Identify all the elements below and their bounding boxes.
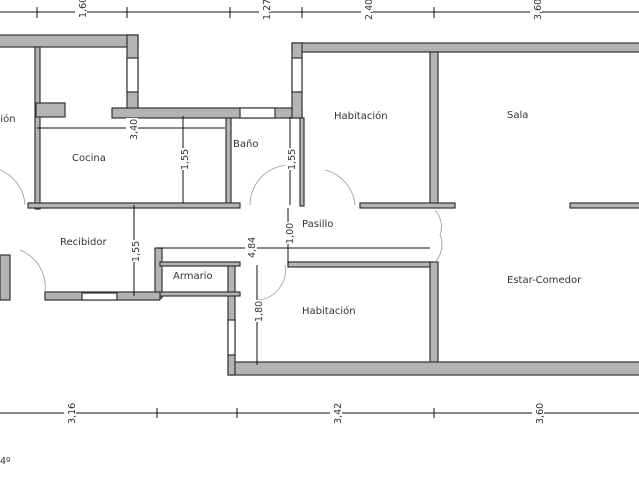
room-labels: Habitación Cocina Baño Habitación Sala P… xyxy=(0,110,582,317)
dim-top-1: 1,60 xyxy=(78,0,89,18)
dim-recibidor-depth: 1,55 xyxy=(131,241,142,262)
room-label-cocina: Cocina xyxy=(72,153,106,164)
room-label-armario: Armario xyxy=(173,271,213,282)
room-label-recibidor: Recibidor xyxy=(60,237,108,248)
dim-cocina-depth: 1,55 xyxy=(180,149,191,170)
room-label-habitacion-left: Habitación xyxy=(0,113,16,125)
dim-cocina-width: 3,40 xyxy=(129,119,140,140)
dim-bottom-2: 3,42 xyxy=(333,403,344,424)
dim-habitacion-depth: 1,80 xyxy=(254,301,265,322)
dim-bano-depth: 1,55 xyxy=(287,149,298,170)
walls xyxy=(0,34,639,376)
room-label-habitacion-bottom: Habitación xyxy=(302,305,356,317)
room-label-pasillo: Pasillo xyxy=(302,219,333,230)
dim-pasillo-length: 4,84 xyxy=(247,237,258,258)
room-label-estar-comedor: Estar-Comedor xyxy=(507,275,582,286)
floor-note: 4º xyxy=(0,456,11,467)
dimension-lines xyxy=(0,7,639,418)
dim-top-4: 3,60 xyxy=(533,0,544,20)
dimension-labels: 1,60 1,27 2,40 3,60 3,16 3,42 3,60 3,40 … xyxy=(64,0,546,425)
doors xyxy=(0,164,443,301)
dim-bottom-3: 3,60 xyxy=(535,403,546,424)
room-label-habitacion-top: Habitación xyxy=(334,110,388,122)
dim-pasillo-width: 1,00 xyxy=(285,223,296,244)
dim-top-3: 2,40 xyxy=(364,0,375,20)
room-label-sala: Sala xyxy=(507,110,528,121)
dim-top-2: 1,27 xyxy=(262,0,273,20)
room-label-bano: Baño xyxy=(233,139,258,150)
dim-bottom-1: 3,16 xyxy=(67,403,78,424)
